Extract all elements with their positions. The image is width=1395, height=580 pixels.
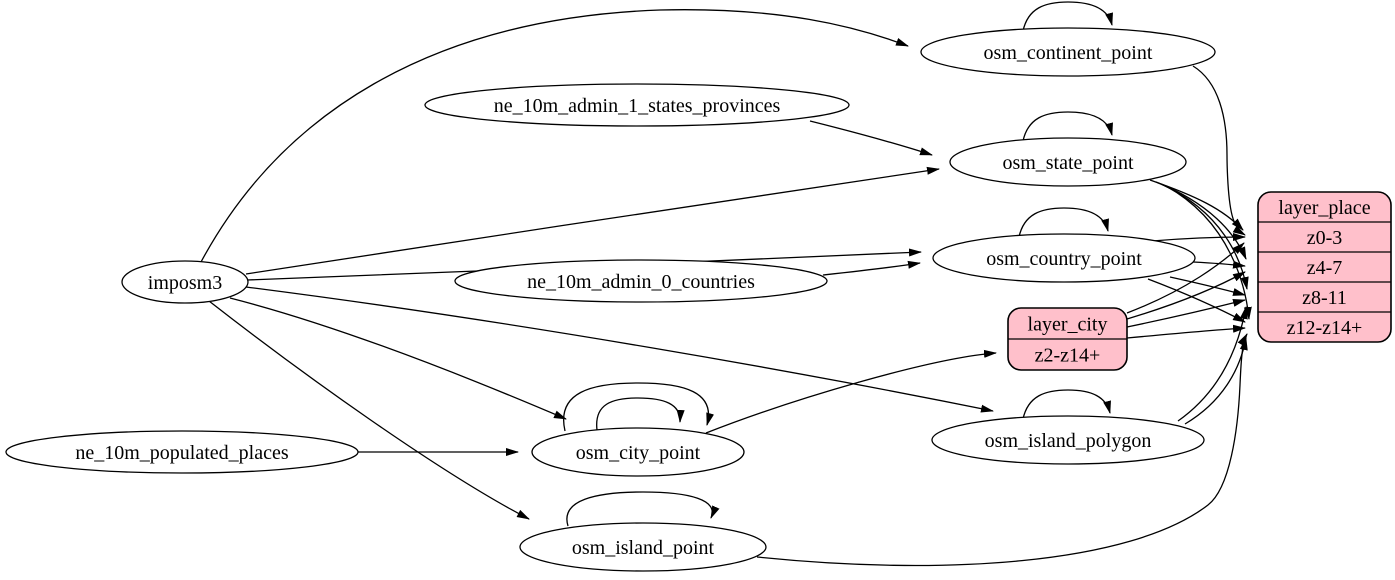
node-label-osm_city_point: osm_city_point (576, 442, 701, 464)
node-ne_10m_populated_places: ne_10m_populated_places (5, 430, 359, 474)
node-ne_10m_admin_1_states_provinces: ne_10m_admin_1_states_provinces (424, 83, 850, 127)
node-label-osm_island_point: osm_island_point (572, 537, 715, 559)
record-box-layer_place (1257, 191, 1392, 343)
edge-osm_city_point-to-osm_city_point (563, 382, 715, 432)
node-shape-ne_10m_admin_1_states_provinces (424, 83, 850, 127)
node-label-ne_10m_admin_1_states_provinces: ne_10m_admin_1_states_provinces (494, 95, 781, 117)
node-label-osm_island_polygon: osm_island_polygon (985, 430, 1152, 452)
edge-imposm3-to-osm_state_point (245, 166, 940, 275)
edge-layer_city-to-layer_place:z12-z14+ (1126, 324, 1246, 339)
edge-osm_island_point-to-osm_island_point (566, 491, 720, 527)
node-label-ne_10m_admin_0_countries: ne_10m_admin_0_countries (527, 271, 755, 293)
edge-osm_country_point-to-layer_place:z0-3 (1151, 233, 1246, 242)
edge-osm_state_point-to-osm_state_point (1022, 111, 1113, 142)
edge-layer_city-to-layer_place:z0-3 (1126, 242, 1245, 314)
node-label-imposm3: imposm3 (148, 272, 222, 294)
node-osm_country_point: osm_country_point (932, 233, 1196, 283)
node-imposm3: imposm3 (121, 260, 249, 304)
edge-osm_continent_point-to-osm_continent_point (1022, 1, 1113, 32)
edge-osm_island_polygon-to-osm_island_polygon (1022, 389, 1111, 420)
edge-layer_city-to-layer_place:z4-7 (1126, 271, 1246, 320)
edge-osm_island_polygon-to-layer_place:z12-z14+ (1184, 337, 1248, 425)
node-osm_island_polygon: osm_island_polygon (931, 415, 1205, 465)
record-layer_place: layer_place z0-3 z4-7 z8-11 z12-z14+ (1257, 191, 1392, 343)
node-shape-osm_island_polygon (931, 415, 1205, 465)
edge-osm_island_point-to-layer_place:z12-z14+ (756, 333, 1248, 567)
record-row-layer_place-z8-11: z8-11 (1302, 287, 1347, 309)
edge-osm_city_point-to-osm_city_point (596, 397, 685, 431)
node-label-osm_country_point: osm_country_point (986, 248, 1142, 270)
node-label-osm_continent_point: osm_continent_point (984, 42, 1153, 64)
record-layer_city: layer_city z2-z14+ (1007, 307, 1128, 371)
node-label-osm_state_point: osm_state_point (1002, 152, 1134, 174)
edge-ne_10m_admin_1_states_provinces-to-osm_state_point (809, 120, 933, 156)
node-shape-imposm3 (121, 260, 249, 304)
node-ne_10m_admin_0_countries: ne_10m_admin_0_countries (454, 259, 828, 303)
edge-osm_country_point-to-osm_country_point (1018, 207, 1109, 238)
node-shape-osm_country_point (932, 233, 1196, 283)
node-shape-ne_10m_admin_0_countries (454, 259, 828, 303)
edge-imposm3-to-osm_continent_point (200, 9, 909, 263)
record-row-layer_place-layer_place: layer_place (1278, 197, 1370, 219)
node-osm_continent_point: osm_continent_point (920, 27, 1216, 77)
edge-ne_10m_admin_0_countries-to-osm_country_point (822, 260, 921, 276)
node-osm_city_point: osm_city_point (531, 427, 745, 477)
edge-imposm3-to-osm_island_polygon (245, 286, 994, 413)
node-osm_state_point: osm_state_point (949, 137, 1187, 187)
node-shape-osm_continent_point (920, 27, 1216, 77)
record-row-layer_place-z0-3: z0-3 (1307, 227, 1343, 249)
record-row-layer_place-z12-z14+: z12-z14+ (1287, 317, 1363, 339)
record-row-layer_city-layer_city: layer_city (1028, 314, 1108, 336)
nodes-layer: imposm3 ne_10m_admin_1_states_provincesne… (5, 27, 1392, 572)
edge-layer_city-to-layer_place:z8-11 (1126, 299, 1246, 328)
edge-osm_country_point-to-layer_place:z12-z14+ (1147, 278, 1246, 323)
edge-osm_country_point-to-layer_place:z8-11 (1169, 276, 1246, 296)
edge-imposm3-to-osm_island_point (208, 300, 530, 520)
node-shape-osm_city_point (531, 427, 745, 477)
record-row-layer_city-z2-z14+: z2-z14+ (1035, 345, 1101, 367)
record-row-layer_place-z4-7: z4-7 (1307, 257, 1343, 279)
node-shape-ne_10m_populated_places (5, 430, 359, 474)
edge-osm_island_polygon-to-layer_place:z8-11 (1177, 306, 1248, 422)
node-shape-osm_state_point (949, 137, 1187, 187)
node-shape-osm_island_point (519, 522, 767, 572)
edge-imposm3-to-osm_city_point (229, 297, 567, 420)
node-label-ne_10m_populated_places: ne_10m_populated_places (75, 442, 288, 464)
node-osm_island_point: osm_island_point (519, 522, 767, 572)
edges-layer (200, 1, 1252, 567)
edge-osm_city_point-to-layer_city:z2-z14+ (705, 349, 997, 434)
